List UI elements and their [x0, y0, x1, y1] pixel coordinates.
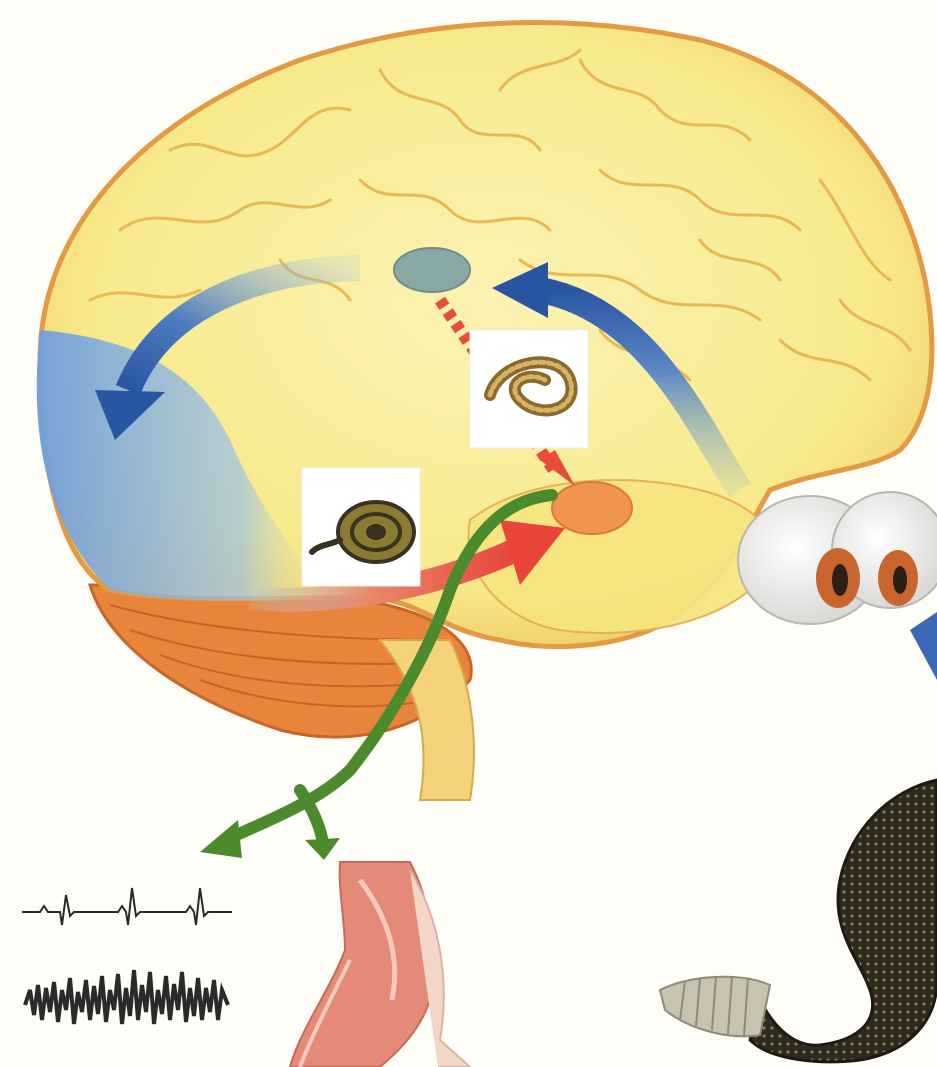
- snake-thumbnail-icon: [470, 330, 588, 448]
- leg-muscle-icon: [290, 862, 470, 1067]
- pathway-snake-to-eyes-arrow: [910, 612, 937, 680]
- coiled-snake-thumbnail-icon: [302, 468, 420, 586]
- amygdala: [552, 482, 632, 534]
- emg-trace-icon: [25, 970, 228, 1024]
- ecg-trace-icon: [22, 888, 232, 925]
- thalamus: [394, 248, 470, 292]
- rattlesnake-icon: [660, 780, 937, 1062]
- eyes-icon: [738, 492, 937, 624]
